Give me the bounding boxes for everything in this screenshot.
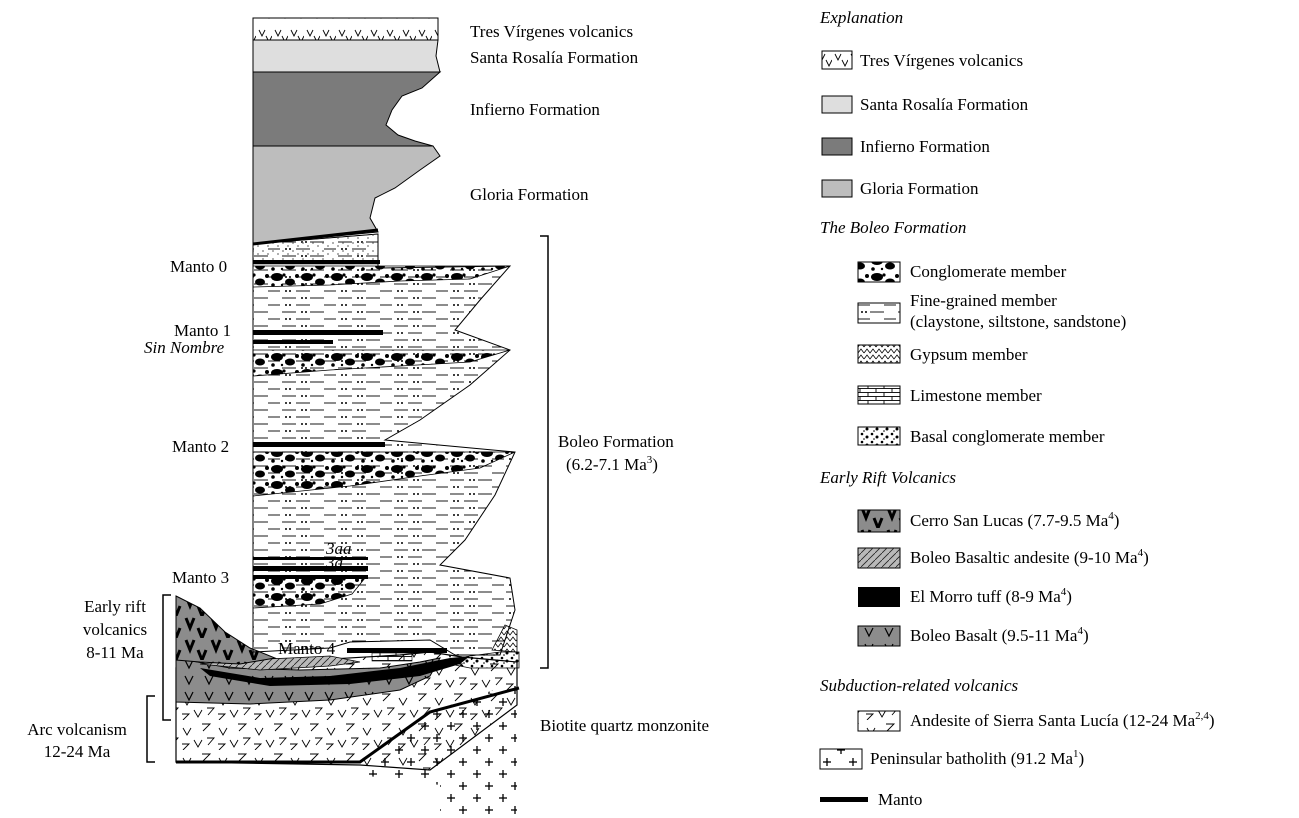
legend-item-el-morro-tuff: El Morro tuff (8-9 Ma4) [858,586,1072,607]
legend-item-batholith: Peninsular batholith (91.2 Ma1) [820,748,1084,769]
label-santa-rosalia: Santa Rosalía Formation [470,48,639,67]
manto-0-bar [253,260,380,264]
svg-text:Fine-grained member: Fine-grained member [910,291,1057,310]
gloria-unit [253,146,440,244]
sin-nombre-bar [253,340,333,344]
column [176,18,519,818]
legend-item-fine-grained: Fine-grained member (claystone, siltston… [858,291,1126,331]
manto-3-bar [253,575,368,579]
legend-item-gypsum: Gypsum member [858,345,1028,364]
svg-text:Infierno Formation: Infierno Formation [860,137,990,156]
legend-item-cerro-san-lucas: Cerro San Lucas (7.7-9.5 Ma4) [858,510,1119,532]
label-manto-3a: 3a [325,553,343,572]
legend-item-basaltic-andesite: Boleo Basaltic andesite (9-10 Ma4) [858,547,1149,568]
label-manto-3: Manto 3 [172,568,229,587]
manto-3a-bar [253,566,368,571]
legend-item-boleo-basalt: Boleo Basalt (9.5-11 Ma4) [858,625,1089,646]
svg-text:Gypsum member: Gypsum member [910,345,1028,364]
label-arc-2: 12-24 Ma [44,742,111,761]
label-arc-1: Arc volcanism [27,720,127,739]
svg-text:Peninsular batholith (91.2 Ma1: Peninsular batholith (91.2 Ma1) [870,748,1084,768]
label-gloria: Gloria Formation [470,185,589,204]
legend-item-santa-rosalia: Santa Rosalía Formation [822,95,1029,114]
svg-text:Cerro San Lucas (7.7-9.5 Ma4): Cerro San Lucas (7.7-9.5 Ma4) [910,510,1119,530]
svg-text:Boleo Basalt (9.5-11 Ma4): Boleo Basalt (9.5-11 Ma4) [910,625,1089,645]
legend-early-rift-heading: Early Rift Volcanics [819,468,956,487]
limestone-lens [372,653,412,661]
legend-item-gloria: Gloria Formation [822,179,979,198]
santa-rosalia-unit [253,40,440,72]
svg-text:Basal conglomerate member: Basal conglomerate member [910,427,1105,446]
label-early-rift-1: Early rift [84,597,146,616]
label-sin-nombre: Sin Nombre [144,338,225,357]
legend-item-limestone: Limestone member [858,386,1042,405]
svg-text:Tres Vírgenes volcanics: Tres Vírgenes volcanics [860,51,1023,70]
svg-text:Boleo Basaltic andesite (9-10: Boleo Basaltic andesite (9-10 Ma4) [910,547,1149,567]
early-rift-bracket: Early rift volcanics 8-11 Ma [83,595,171,720]
manto-1-bar [253,330,383,335]
arc-bracket: Arc volcanism 12-24 Ma [27,696,155,762]
legend-subduction-heading: Subduction-related volcanics [820,676,1019,695]
label-early-rift-3: 8-11 Ma [86,643,144,662]
svg-text:Limestone member: Limestone member [910,386,1042,405]
label-manto-2: Manto 2 [172,437,229,456]
legend-item-conglomerate: Conglomerate member [858,262,1067,282]
legend-item-infierno: Infierno Formation [822,137,990,156]
label-infierno: Infierno Formation [470,100,600,119]
svg-text:El Morro tuff (8-9 Ma4): El Morro tuff (8-9 Ma4) [910,586,1072,606]
legend-item-manto: Manto [820,790,922,809]
manto-4-bar [347,648,447,653]
svg-text:(claystone, siltstone, sandsto: (claystone, siltstone, sandstone) [910,312,1126,331]
infierno-unit [253,72,440,146]
svg-text:Santa Rosalía Formation: Santa Rosalía Formation [860,95,1029,114]
label-boleo-age: (6.2-7.1 Ma3) [566,454,658,474]
legend-item-basal-conglomerate: Basal conglomerate member [858,427,1105,446]
svg-text:Gloria Formation: Gloria Formation [860,179,979,198]
legend-title: Explanation [819,8,903,27]
svg-text:Andesite of Sierra Santa Lucía: Andesite of Sierra Santa Lucía (12-24 Ma… [910,710,1215,730]
manto-2-bar [253,442,385,447]
label-manto-0: Manto 0 [170,257,227,276]
legend-item-andesite: Andesite of Sierra Santa Lucía (12-24 Ma… [858,710,1215,731]
boleo-bracket: Boleo Formation (6.2-7.1 Ma3) [540,236,674,668]
svg-text:Conglomerate member: Conglomerate member [910,262,1067,281]
svg-text:Manto: Manto [878,790,922,809]
label-biotite: Biotite quartz monzonite [540,716,709,735]
legend: Explanation Tres Vírgenes volcanics Sant… [819,8,1215,809]
label-early-rift-2: volcanics [83,620,147,639]
legend-boleo-heading: The Boleo Formation [820,218,966,237]
label-manto-4: Manto 4 [278,639,336,658]
label-tres-virgenes: Tres Vírgenes volcanics [470,22,633,41]
legend-item-tres-virgenes: Tres Vírgenes volcanics [822,51,1023,70]
label-boleo-formation: Boleo Formation [558,432,674,451]
